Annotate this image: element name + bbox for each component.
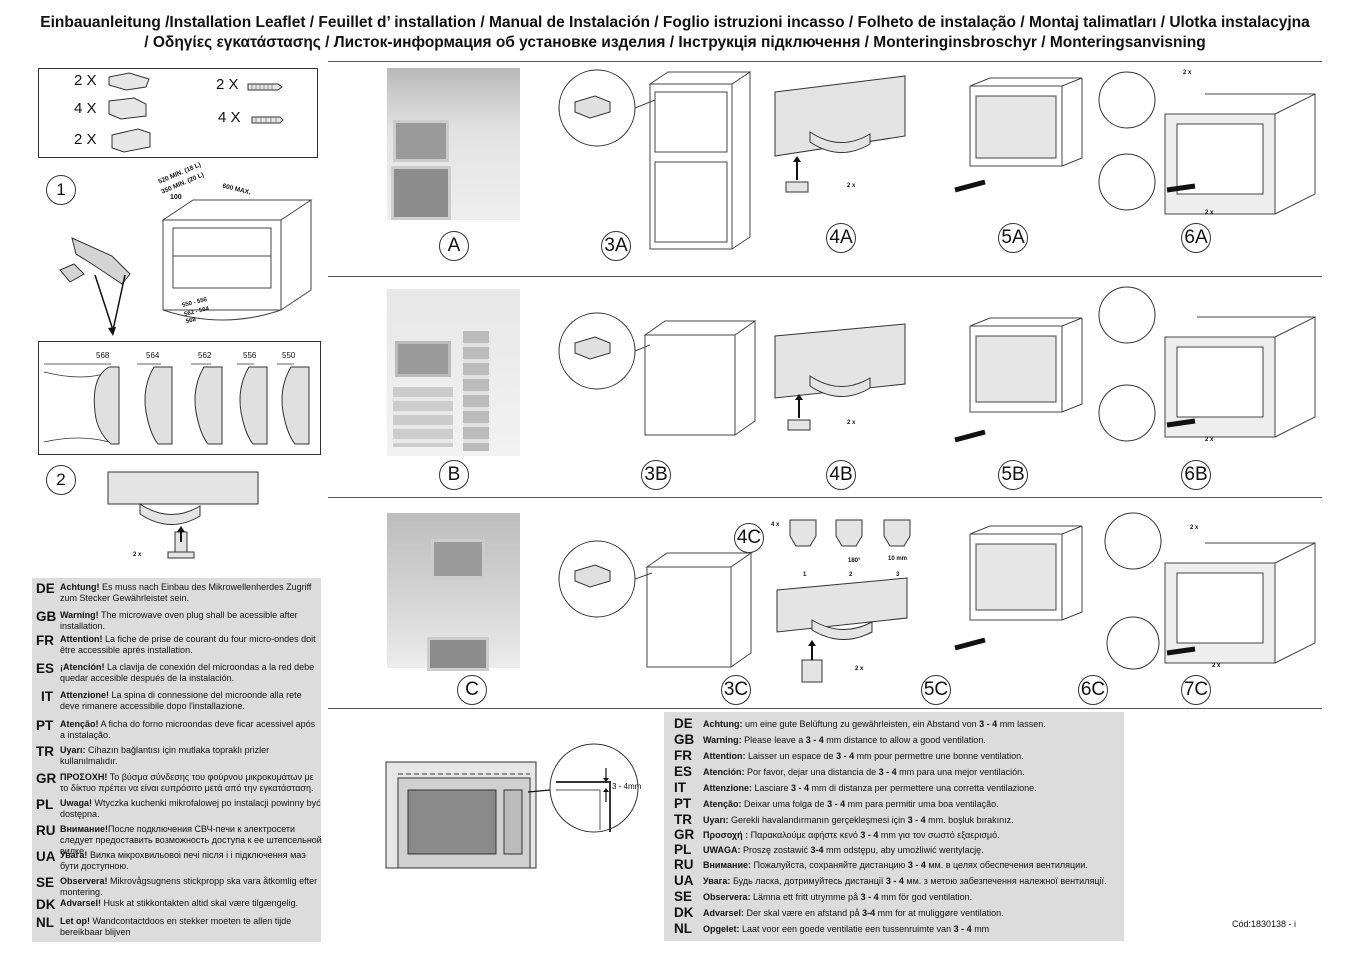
step-4c-degrees: 180°	[848, 558, 861, 564]
kit-parts-drawing	[108, 72, 284, 153]
kit-qty-1: 2 X	[74, 72, 97, 89]
step-4c-qty: 4 x	[771, 522, 780, 528]
divider-row-c	[328, 708, 1322, 709]
step-5c-qty: 2 x	[855, 666, 864, 672]
step-6b-drawing	[1098, 286, 1316, 442]
step-5a-circle: 5A	[998, 223, 1028, 253]
step-4a-qty: 2 x	[847, 183, 856, 189]
kit-qty-3: 2 X	[74, 131, 97, 148]
microwave-c	[431, 539, 485, 579]
width-556: 556	[243, 351, 257, 360]
kit-contents-box: 2 X 4 X 2 X 2 X 4 X	[38, 68, 318, 158]
step-3c-circle: 3C	[721, 675, 751, 705]
step-4b-qty: 2 x	[847, 420, 856, 426]
step-2-qty: 2 x	[133, 552, 142, 558]
width-562: 562	[198, 351, 212, 360]
divider-row-a	[328, 276, 1322, 277]
step-7c-qty-top: 2 x	[1190, 525, 1199, 531]
kit-qty-2: 4 X	[74, 100, 97, 117]
kitchen-photo-b	[387, 289, 520, 456]
microwave-b	[395, 341, 451, 377]
step-5b-drawing	[954, 317, 1083, 443]
microwave-a	[393, 120, 449, 162]
step-7c-circle: 7C	[1181, 675, 1211, 705]
step-a-circle: A	[439, 231, 469, 261]
kitchen-photo-c	[387, 513, 520, 671]
step-4b-drawing	[774, 323, 906, 431]
column-b	[463, 331, 489, 451]
step-1-cabinet-drawing	[59, 199, 313, 336]
step-4a-drawing	[774, 75, 906, 193]
step-6c-circle: 6C	[1078, 675, 1108, 705]
ventilation-gap-drawing	[385, 743, 639, 869]
step-3b-circle: 3B	[641, 460, 671, 490]
step-6c-drawing	[954, 525, 1083, 651]
oven-c	[427, 637, 489, 671]
step-4c-n2: 2	[849, 572, 853, 578]
kit-qty-5: 4 X	[218, 109, 241, 126]
bracket-positions-drawing	[43, 363, 310, 445]
step-3a-drawing	[558, 69, 752, 250]
step-6b-qty: 2 x	[1205, 437, 1214, 443]
width-568: 568	[96, 351, 110, 360]
divider-top	[328, 61, 1322, 62]
step-4c-10mm: 10 mm	[888, 556, 908, 562]
width-adjust-box: 568 564 562 556 550	[38, 341, 321, 455]
step-c-circle: C	[457, 675, 487, 705]
divider-row-b	[328, 497, 1322, 498]
width-564: 564	[146, 351, 160, 360]
oven-a	[391, 166, 451, 220]
step-3a-circle: 3A	[601, 231, 631, 261]
step-6a-qty-bottom: 2 x	[1205, 210, 1214, 216]
step-4c-n1: 1	[803, 572, 807, 578]
step-1-circle: 1	[46, 175, 76, 205]
step-4c-n3: 3	[896, 572, 900, 578]
step-6a-qty-top: 2 x	[1183, 70, 1192, 76]
ventilation-gap-label: 3 - 4mm	[612, 782, 642, 791]
step-b-circle: B	[439, 460, 469, 490]
width-550: 550	[282, 351, 296, 360]
dim-100: 100	[170, 194, 182, 201]
document-code: Cód:1830138 - i	[1232, 919, 1297, 929]
step-7c-drawing	[1104, 512, 1316, 670]
step-4a-circle: 4A	[826, 223, 856, 253]
drawers-b	[393, 387, 453, 447]
title-line-1: Einbauanleitung /Installation Leaflet / …	[40, 14, 1310, 31]
step-2-bracket-drawing	[107, 471, 259, 559]
kitchen-photo-a	[387, 68, 520, 220]
step-5b-circle: 5B	[998, 460, 1028, 490]
step-2-circle: 2	[46, 465, 76, 495]
step-5a-drawing	[954, 77, 1083, 193]
step-5c-circle: 5C	[921, 675, 951, 705]
step-3c-drawing	[558, 540, 753, 668]
step-4c-drawing	[776, 519, 911, 683]
title-line-2: / Οδηγίες εγκατάστασης / Листок-информац…	[144, 34, 1206, 51]
kit-qty-4: 2 X	[216, 76, 239, 93]
step-7c-qty-bottom: 2 x	[1212, 663, 1221, 669]
step-6b-circle: 6B	[1181, 460, 1211, 490]
step-6a-circle: 6A	[1181, 223, 1211, 253]
step-6a-drawing	[1098, 71, 1316, 215]
step-4b-circle: 4B	[826, 460, 856, 490]
step-3b-drawing	[558, 312, 757, 436]
